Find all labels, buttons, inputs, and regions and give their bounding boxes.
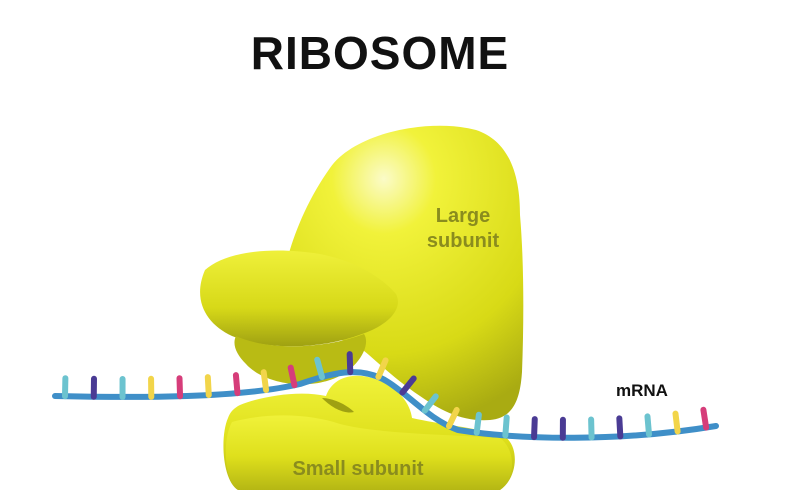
- small-subunit-label: Small subunit: [268, 458, 448, 481]
- nucleotide: [505, 417, 506, 435]
- nucleotide: [180, 378, 181, 396]
- nucleotide: [291, 368, 295, 386]
- nucleotide: [534, 419, 535, 437]
- nucleotide: [264, 372, 266, 390]
- nucleotide: [208, 377, 209, 395]
- diagram-title: RIBOSOME: [0, 26, 760, 80]
- nucleotide: [236, 375, 238, 393]
- nucleotide: [619, 418, 620, 436]
- nucleotide: [647, 416, 649, 434]
- nucleotide: [675, 414, 677, 432]
- large-subunit-label: Large subunit: [408, 204, 518, 254]
- nucleotide: [477, 415, 479, 433]
- mrna-label: mRNA: [616, 381, 668, 401]
- nucleotide: [703, 410, 706, 428]
- nucleotide: [350, 354, 351, 372]
